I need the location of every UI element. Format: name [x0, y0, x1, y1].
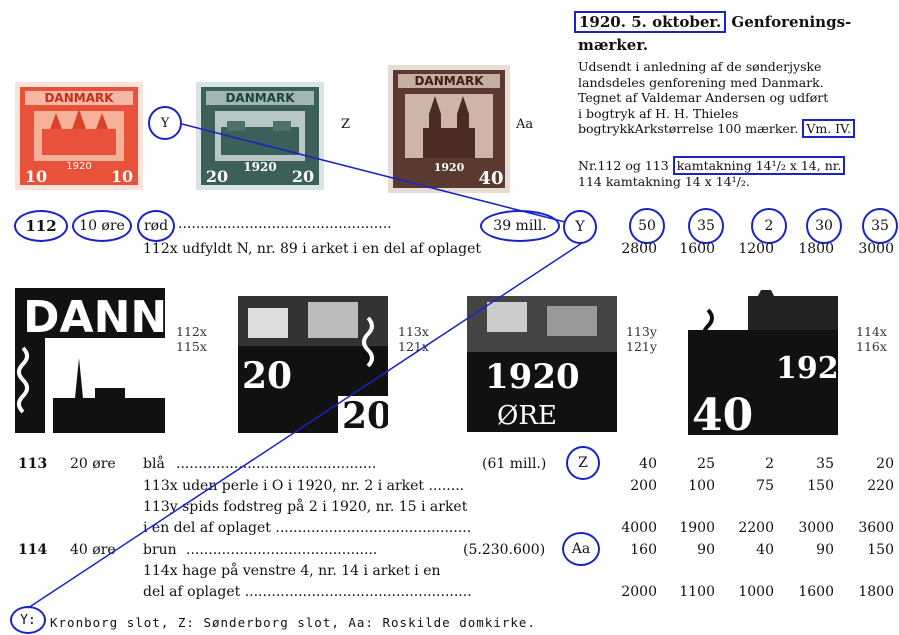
- variant-113y: 113y spids fodstreg på 2 i 1920, nr. 15 …: [143, 499, 468, 515]
- stamp-quantity-113: (61 mill.): [482, 456, 547, 472]
- motif-ref-112: Y: [563, 210, 597, 244]
- price-112-3: 2: [751, 208, 787, 244]
- price-112-4: 30: [806, 208, 842, 244]
- stamp-10-ore-image: DANMARK 1920 10 10: [15, 82, 143, 190]
- svg-text:20: 20: [206, 167, 228, 185]
- detail-image-112x: DANN: [15, 288, 167, 433]
- svg-text:10: 10: [25, 167, 47, 185]
- price-112-2: 35: [688, 208, 724, 244]
- detail-image-113y: 1920 ØRE: [467, 292, 617, 432]
- motif-label-aa: Aa: [516, 117, 534, 132]
- stamp-country-text: DANMARK: [44, 91, 114, 105]
- svg-text:40: 40: [478, 168, 503, 188]
- issue-description: Udsendt i anledning af de sønderjyske la…: [578, 59, 898, 138]
- motif-label-y: Y: [148, 106, 182, 140]
- price-112-1: 50: [629, 208, 665, 244]
- stamp-number-113: 113: [18, 456, 48, 472]
- svg-text:40: 40: [692, 390, 753, 435]
- svg-text:1920: 1920: [243, 160, 276, 174]
- stamp-color-112: rød: [137, 210, 175, 242]
- stamp-value-114: 40 øre: [70, 542, 116, 558]
- svg-text:20: 20: [342, 395, 388, 433]
- svg-text:DANMARK: DANMARK: [225, 91, 295, 105]
- motif-legend: Kronborg slot, Z: Sønderborg slot, Aa: R…: [50, 615, 536, 630]
- issue-title: 1920. 5. oktober. Genforenings-: [574, 11, 851, 33]
- variant-112x: 112x udfyldt N, nr. 89 i arket i en del …: [143, 241, 481, 257]
- svg-text:ØRE: ØRE: [497, 401, 557, 431]
- stamp-20-ore-image: DANMARK 1920 20 20: [196, 82, 324, 190]
- perforation-box: kamtakning 14¹/₂ x 14, nr.: [672, 156, 846, 175]
- motif-label-z: Z: [341, 117, 351, 132]
- stamp-color-114: brun: [143, 542, 177, 558]
- price-112-5: 35: [862, 208, 898, 244]
- motif-ref-114: Aa: [562, 532, 600, 566]
- svg-text:DANMARK: DANMARK: [414, 74, 484, 88]
- svg-text:1920: 1920: [485, 357, 580, 397]
- stamp-value-112: 10 øre: [72, 210, 132, 242]
- perforation-info: Nr.112 og 113 kamtakning 14¹/₂ x 14, nr.…: [578, 156, 846, 189]
- svg-text:10: 10: [111, 167, 133, 185]
- stamp-number-114: 114: [18, 542, 48, 558]
- stamp-value-113: 20 øre: [70, 456, 116, 472]
- svg-text:1920: 1920: [434, 161, 465, 174]
- stamp-quantity-112: 39 mill.: [480, 210, 560, 242]
- variant-114x: 114x hage på venstre 4, nr. 14 i arket i…: [143, 563, 441, 579]
- detail-image-114x: 192 40: [688, 280, 839, 441]
- leader-dots: ........................................…: [178, 216, 392, 232]
- legend-y-marker: Y:: [10, 606, 46, 634]
- detail-image-113x: 20 20: [238, 288, 392, 437]
- issue-title-line2: mærker.: [578, 36, 649, 54]
- stamp-number-112: 112: [14, 210, 68, 242]
- svg-text:20: 20: [242, 355, 292, 397]
- svg-text:20: 20: [292, 167, 314, 185]
- stamp-color-113: blå: [143, 456, 165, 472]
- motif-ref-113: Z: [566, 446, 600, 480]
- stamp-40-ore-image: DANMARK 1920 40: [388, 65, 510, 193]
- svg-text:1920: 1920: [66, 161, 91, 172]
- watermark-label: Vm. IV.: [802, 119, 855, 138]
- svg-text:DANN: DANN: [23, 292, 165, 343]
- variant-113x: 113x uden perle i O i 1920, nr. 2 i arke…: [143, 478, 465, 494]
- issue-date: 1920. 5. oktober.: [574, 11, 727, 33]
- stamp-quantity-114: (5.230.600): [463, 542, 546, 558]
